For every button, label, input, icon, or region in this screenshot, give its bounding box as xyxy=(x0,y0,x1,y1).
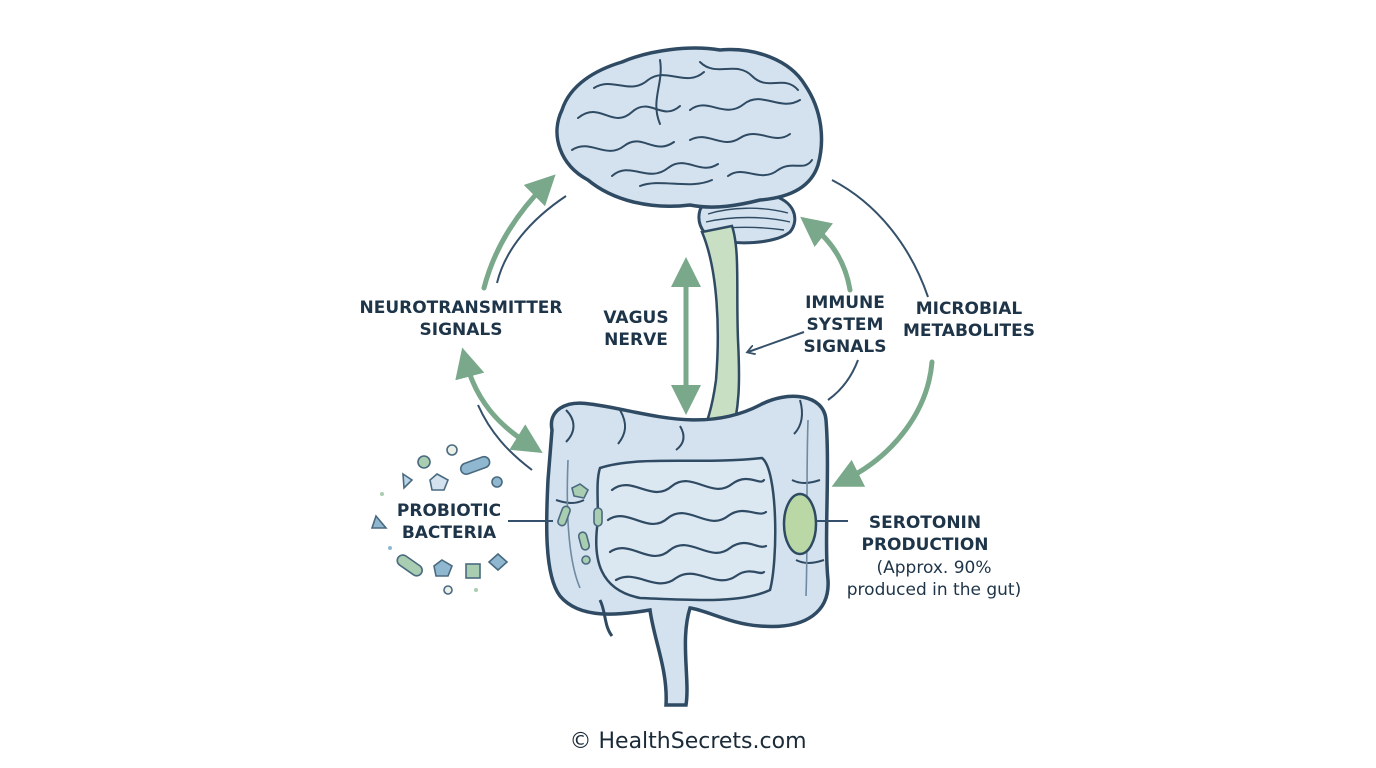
label-neurotransmitter-line2: SIGNALS xyxy=(419,320,503,340)
label-microbial-line1: MICROBIAL xyxy=(915,299,1023,319)
serotonin-note-line2: produced in the gut) xyxy=(846,580,1022,600)
pointer-lines xyxy=(508,331,848,522)
signal-arrows xyxy=(455,174,935,487)
label-neurotransmitter-signals: NEUROTRANSMITTER SIGNALS xyxy=(356,297,566,341)
small-intestine-loops xyxy=(606,477,768,585)
serotonin-note: (Approx. 90% produced in the gut) xyxy=(828,557,1040,601)
label-vagus-line2: NERVE xyxy=(604,330,668,350)
label-probiotic-line1: PROBIOTIC xyxy=(396,501,502,521)
vagus-nerve xyxy=(698,224,741,442)
label-vagus-nerve: VAGUS NERVE xyxy=(590,307,682,351)
label-serotonin-production: SEROTONIN PRODUCTION xyxy=(850,512,1000,556)
serotonin-production-spot xyxy=(782,492,818,556)
loop-line-upper-right xyxy=(831,179,929,298)
appendix-tail xyxy=(598,599,614,637)
cerebrum xyxy=(555,46,824,209)
loop-line-upper-left xyxy=(496,195,567,284)
copyright-credit: © HealthSecrets.com xyxy=(569,729,807,754)
label-probiotic-line2: BACTERIA xyxy=(401,523,497,543)
intestines-illustration xyxy=(544,394,830,707)
arrow-neurotransmitter-lower xyxy=(455,347,543,453)
label-neurotransmitter-line1: NEUROTRANSMITTER xyxy=(359,298,563,318)
arrow-microbial-down xyxy=(831,359,935,487)
label-microbial-metabolites: MICROBIAL METABOLITES xyxy=(894,298,1044,342)
probiotic-bacteria-cluster xyxy=(370,444,509,595)
label-immune-line3: SIGNALS xyxy=(803,337,887,357)
brain-illustration xyxy=(555,46,824,245)
label-serotonin-line1: SEROTONIN xyxy=(868,513,982,533)
label-immune-line2: SYSTEM xyxy=(806,315,884,335)
pointer-immune xyxy=(748,331,805,352)
label-probiotic-bacteria: PROBIOTIC BACTERIA xyxy=(392,500,506,544)
label-vagus-line1: VAGUS xyxy=(603,308,669,328)
loop-line-lower-right xyxy=(827,359,859,401)
bacteria-in-colon xyxy=(557,483,603,565)
serotonin-note-line1: (Approx. 90% xyxy=(876,558,992,578)
arrow-immune-up xyxy=(800,216,853,293)
brain-gyri xyxy=(571,59,813,187)
label-serotonin-line2: PRODUCTION xyxy=(861,535,989,555)
arrow-neurotransmitter-up xyxy=(481,174,556,291)
label-immune-line1: IMMUNE xyxy=(805,293,885,313)
label-microbial-line2: METABOLITES xyxy=(903,321,1035,341)
colon-haustra xyxy=(555,399,825,564)
label-immune-system-signals: IMMUNE SYSTEM SIGNALS xyxy=(796,292,894,358)
